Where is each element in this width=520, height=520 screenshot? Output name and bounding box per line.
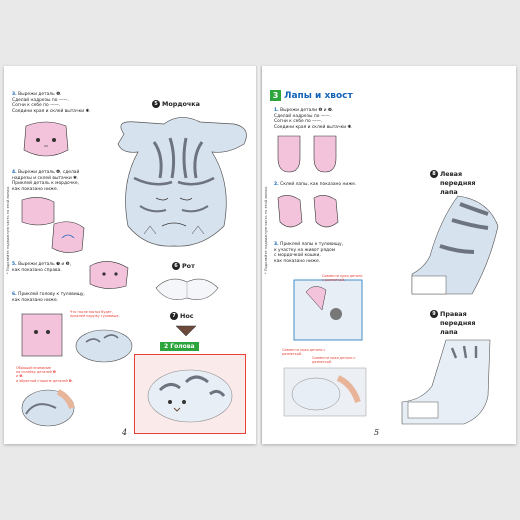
part-9-line: лапа [440,328,458,336]
photo-attach-paws [283,367,367,417]
right-step-3: 3. Приклей лапы к туловищу, к участку на… [274,242,374,264]
part-8-line: лапа [440,188,458,196]
right-step-3-number: 3. [274,242,279,247]
left-step-6-line: как показано ниже. [12,297,59,303]
nose-cutout [175,325,197,337]
left-step-4-line: как показано ниже. [12,186,59,192]
assembled-head-photo [147,369,233,423]
left-page: * Подклейте подвижную часть по этой лини… [4,66,256,444]
right-red-note-1-line: с разметкой. [322,278,345,283]
part-7-number: 7 [170,312,178,320]
right-step-2-number: 2. [274,182,279,187]
section-number: 3 [270,90,281,101]
right-step-1: 1. Вырежи детали ❽ и ❾. Сделай надрезы п… [274,108,374,130]
left-red-note-2-line: и обратной стороне деталей ❺. [16,378,73,383]
right-red-note-2: Совмести края детали с разметкой. [282,348,326,357]
part-7-name: Нос [180,312,194,320]
left-step-3: 3. Вырежи деталь ❺. Сделай надрезы по ——… [12,92,92,114]
right-step-3-line: к участку на живот рядом [274,247,336,253]
step-4-illustration [21,197,85,253]
left-step-5-number: 5. [12,262,17,267]
attach-paws-illustration [293,279,363,341]
left-step-3-line: Вырежи деталь ❺. [18,92,62,97]
right-front-paw-cutout [401,339,491,425]
head-section-tag: 2 Голова [160,342,199,351]
left-step-5-line: как показано справа. [12,267,62,273]
left-step-4-line: надрезы и склей вытачки ✱. [12,175,79,181]
right-step-1-line: Соедини края и склей вытачки ✱. [274,124,353,130]
right-step-1-number: 1. [274,108,279,113]
head-section-tag-number: 2 [164,343,169,350]
left-red-note-1: Что после мытья будет, приклей наружу ту… [70,310,130,318]
part-5-number: 5 [152,100,160,108]
head-section-tag-label: Голова [170,343,195,350]
part-9-number: 9 [430,310,438,318]
hand-gluing-illustration [21,389,75,427]
part-8-line: Левая [440,170,463,178]
part-8-line: передняя [440,179,476,187]
step-6-illustration [21,313,63,357]
left-step-4-line: Приклей деталь к мордочке, [12,181,80,187]
left-red-note-2-line: и ❹. [16,374,24,379]
left-page-number: 4 [122,428,128,437]
left-step-6-line: Приклей голову к туловищу, [18,292,85,297]
step-3-illustration [23,121,69,157]
step-1-paws-illustration [277,135,337,173]
step-5-illustration [89,261,129,289]
part-9-line: передняя [440,319,476,327]
right-step-3-line: как показано ниже. [274,258,321,264]
left-step-5: 5. Вырежи деталь ❼ и ❽, как показано спр… [12,262,82,273]
left-red-note-1-line: приклей наружу туловища. [70,314,120,319]
left-red-note-2: Обращай внимание на склейку деталей ❸ и … [16,366,80,383]
left-step-4-line: Вырежи деталь ❻, сделай [18,170,80,175]
right-page: * Подклейте подвижную часть по этой лини… [262,66,516,444]
right-step-2-line: Склей лапы, как показано ниже. [280,182,357,187]
step-2-paws-illustration [277,195,339,228]
right-step-1-line: Вырежи детали ❽ и ❾. [280,108,334,113]
left-red-note-2-line: Обращай внимание [16,366,52,370]
left-step-3-line: Согни к себе по ——. [12,103,61,109]
left-step-6-number: 6. [12,292,17,297]
book-spine [256,66,262,444]
face-cutout [117,117,247,247]
left-front-paw-cutout [411,195,499,295]
right-step-1-line: Согни к себе по ——. [274,119,323,125]
left-red-note-2-line: на склейку деталей ❸ [16,370,56,375]
part-6-number: 6 [172,262,180,270]
right-red-note-1: Совмести края детали с разметкой. [322,274,372,282]
left-step-4-number: 4. [12,170,17,175]
left-step-4: 4. Вырежи деталь ❻, сделай надрезы и скл… [12,170,92,192]
right-page-number: 5 [374,428,380,437]
left-step-5-line: Вырежи деталь ❼ и ❽, [18,262,71,267]
right-side-note: * Подклейте подвижную часть по этой лини… [264,186,268,275]
part-5-name: Мордочка [162,100,200,108]
right-step-1-line: Сделай надрезы по ——. [274,113,331,119]
right-red-note-1-line: Совмести края детали [322,274,363,278]
head-attach-illustration [75,329,133,363]
part-8-number: 8 [430,170,438,178]
right-red-note-3: Совмести края детали с разметкой. [312,356,356,365]
left-red-note-1-line: Что после мытья будет, [70,310,113,314]
left-step-3-number: 3. [12,92,17,97]
right-step-3-line: Приклей лапы к туловищу, [280,242,343,247]
left-side-note: * Подклейте подвижную часть по этой лини… [6,186,10,275]
section-title-text: Лапы и хвост [284,91,353,101]
right-step-2: 2. Склей лапы, как показано ниже. [274,182,374,188]
mouth-cutout [155,278,219,300]
left-step-6: 6. Приклей голову к туловищу, как показа… [12,292,92,303]
right-step-3-line: с мордочкой кошки, [274,253,321,259]
left-step-3-line: Соедини края и склей вытачки ✱. [12,108,91,114]
part-6-name: Рот [182,262,195,270]
part-9-line: Правая [440,310,467,318]
left-step-3-line: Сделай надрезы по ——. [12,97,69,103]
